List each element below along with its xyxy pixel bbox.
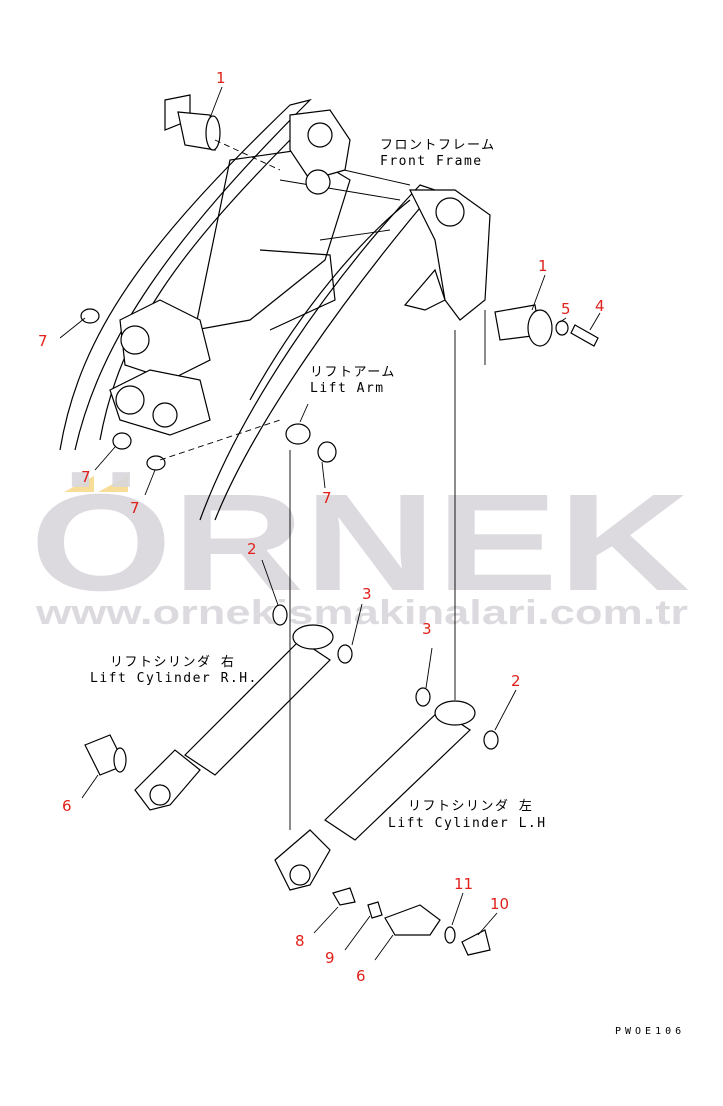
callout-11: 11: [454, 875, 473, 893]
callout-2: 2: [247, 540, 257, 558]
component-labels: フロントフレーム Front Frame リフトアーム Lift Arm リフト…: [90, 138, 685, 1037]
watermark-url: www.ornekismakinalari.com.tr: [35, 594, 688, 632]
watermark-brand: ÖRNEK: [30, 466, 690, 620]
cylinder-rh-label-jp: リフトシリンダ 右: [110, 655, 235, 670]
bottom-hardware: [332, 887, 491, 956]
cylinder-lh-label-jp: リフトシリンダ 左: [408, 799, 533, 814]
lift-arm-label-jp: リフトアーム: [310, 365, 396, 380]
callout-7: 7: [38, 332, 48, 350]
lift-cylinder-lh: [274, 330, 476, 891]
callout-3: 3: [362, 585, 372, 603]
watermark: ÖRNEK www.ornekismakinalari.com.tr: [30, 466, 690, 632]
lift-arm-label-en: Lift Arm: [310, 381, 385, 396]
washer-5: [555, 320, 569, 336]
pin-1-right: [494, 304, 599, 347]
callout-9: 9: [325, 949, 335, 967]
callout-6: 6: [356, 967, 366, 985]
lift-arm-assembly: [59, 98, 491, 521]
lift-cylinder-rh: [84, 624, 334, 811]
pin-1-top: [164, 94, 281, 171]
bolt-10: [461, 929, 491, 956]
callout-1: 1: [538, 257, 548, 275]
callout-2: 2: [511, 672, 521, 690]
pin-6: [384, 904, 441, 936]
fitting-9: [367, 901, 383, 919]
callout-7: 7: [130, 499, 140, 517]
o-rings: [80, 308, 499, 750]
callout-6: 6: [62, 797, 72, 815]
watermark-accent: [64, 476, 94, 492]
callout-7: 7: [81, 468, 91, 486]
callout-numbers: 1 1 5 4 7 7 7 7 2 3 3 2 6 8 9 6 11 10: [38, 69, 605, 985]
front-frame-label-jp: フロントフレーム: [380, 138, 496, 153]
cylinder-rh-label-en: Lift Cylinder R.H.: [90, 671, 258, 686]
callout-3: 3: [422, 620, 432, 638]
cylinder-lh-label-en: Lift Cylinder L.H: [388, 816, 547, 831]
drawing-code: PWOE106: [615, 1026, 685, 1037]
watermark-accent: [98, 476, 128, 492]
callout-7: 7: [322, 489, 332, 507]
callout-8: 8: [295, 932, 305, 950]
washer-11: [444, 926, 456, 944]
callout-1: 1: [216, 69, 226, 87]
bolt-4: [570, 324, 599, 347]
callout-5: 5: [561, 300, 571, 318]
callout-4: 4: [595, 297, 605, 315]
leader-lines: [59, 86, 601, 961]
grease-fitting-8: [332, 887, 356, 906]
callout-10: 10: [490, 895, 509, 913]
front-frame-label-en: Front Frame: [380, 154, 483, 169]
